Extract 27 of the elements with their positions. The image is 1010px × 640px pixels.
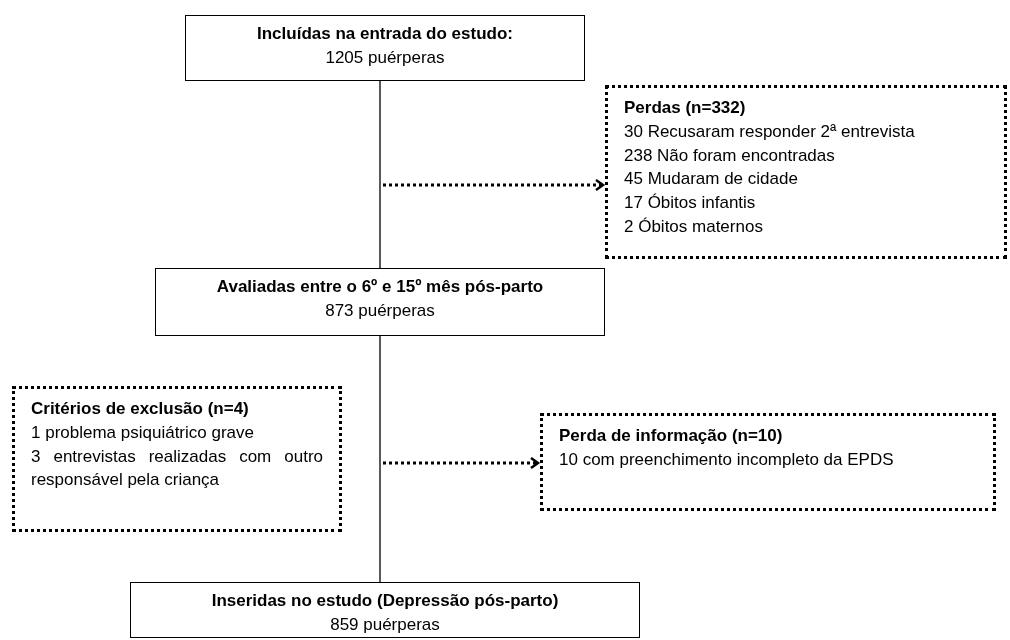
box-text: 238 Não foram encontradas <box>624 144 836 167</box>
connector-line <box>379 80 381 269</box>
box-text: 3 entrevistas realizadas com outro responsável pela criança <box>31 445 323 492</box>
box-heading: Perda de informação (n=10) <box>559 425 784 447</box>
box-text: 859 puérperas <box>329 613 441 636</box>
box-heading: Perdas (n=332) <box>624 97 747 119</box>
dotted-box <box>605 85 1007 259</box>
box-text: 45 Mudaram de cidade <box>624 168 799 191</box>
box-text: 17 Óbitos infantis <box>624 192 757 215</box>
box-heading: Inseridas no estudo (Depressão pós-parto) <box>210 590 560 612</box>
box-text: 2 Óbitos maternos <box>624 216 764 238</box>
connector-line <box>379 335 381 583</box>
process-box <box>130 582 640 638</box>
process-box <box>185 15 585 81</box>
process-box <box>155 268 605 336</box>
box-heading: Critérios de exclusão (n=4) <box>31 398 250 420</box>
box-text: 1 problema psiquiátrico grave <box>31 421 255 444</box>
dotted-box <box>12 386 342 532</box>
box-heading: Avaliadas entre o 6º e 15º mês pós-parto <box>215 276 545 298</box>
box-heading: Incluídas na entrada do estudo: <box>256 23 514 45</box>
box-text: 1205 puérperas <box>324 46 446 69</box>
box-text: 10 com preenchimento incompleto da EPDS <box>559 448 895 471</box>
box-text: 873 puérperas <box>324 299 436 322</box>
dotted-arrow <box>383 178 605 192</box>
dotted-arrow <box>383 456 540 470</box>
box-text: 30 Recusaram responder 2ª entrevista <box>624 120 916 143</box>
dotted-box <box>540 413 996 511</box>
